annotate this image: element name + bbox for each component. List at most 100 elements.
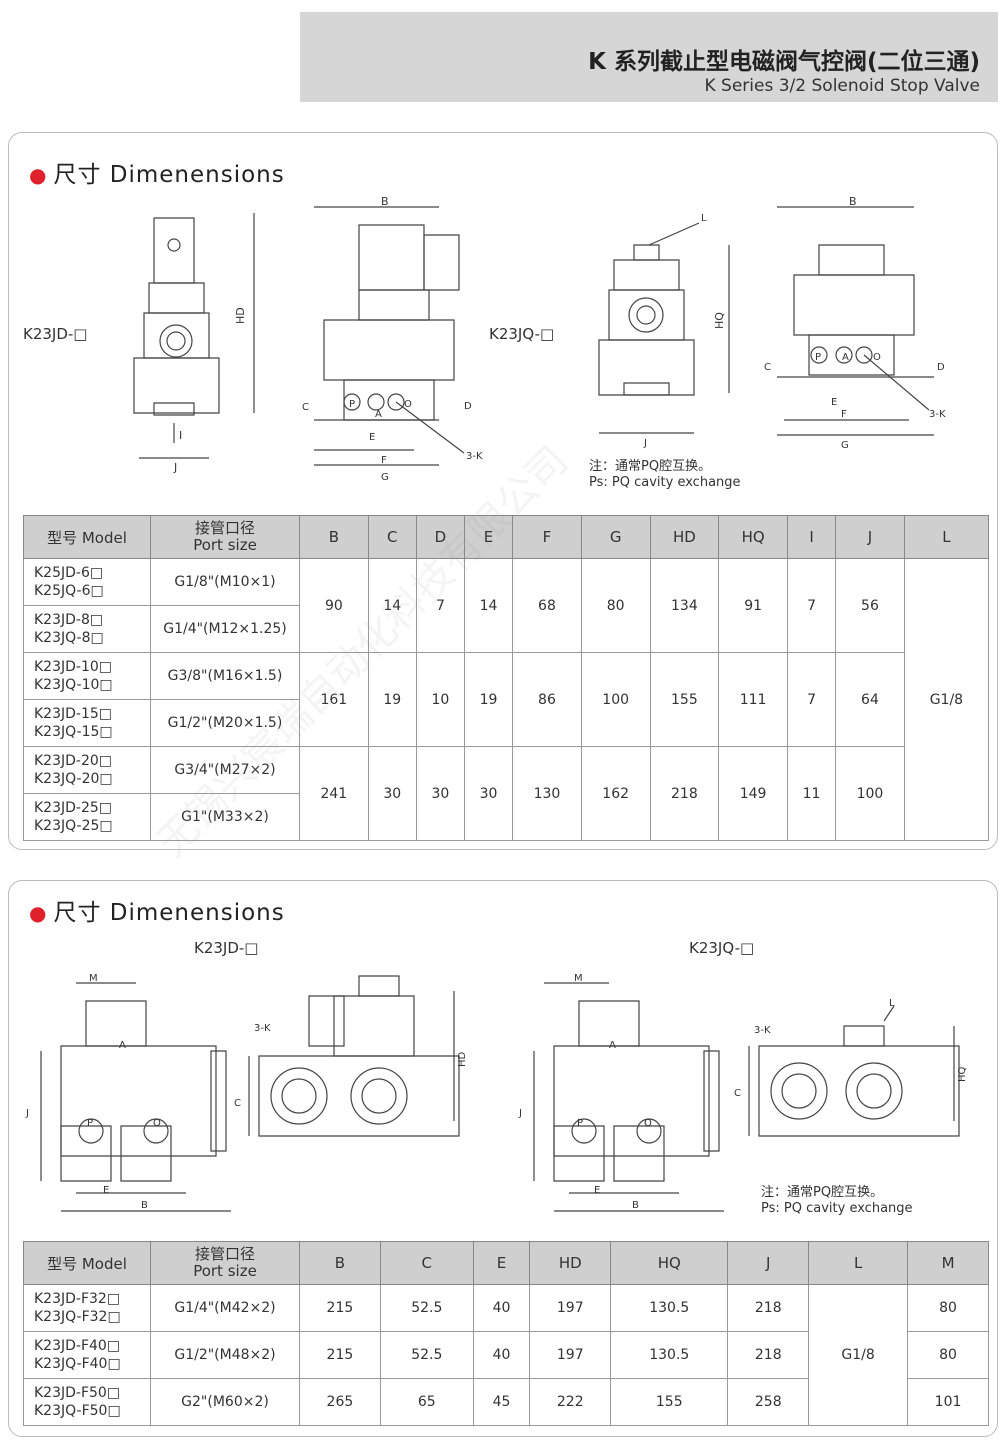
value-hd: 134	[649, 558, 720, 653]
value-j: 258	[727, 1378, 810, 1426]
value-b: 161	[299, 652, 369, 747]
value-c: 30	[367, 746, 417, 841]
value-j: 100	[835, 746, 905, 841]
bullet-icon: ●	[29, 163, 48, 187]
jq-flange-side-drawing: 3-K L C HQ	[734, 998, 968, 1171]
col-hd: HD	[649, 515, 720, 559]
dim-i: I	[179, 429, 182, 442]
jd-front-view-drawing: HD J I	[119, 203, 269, 474]
value-e: 40	[472, 1284, 531, 1332]
value-b: 241	[299, 746, 369, 841]
value-f: 130	[512, 746, 582, 841]
port-a-label-4: A	[609, 1040, 616, 1051]
dim-3k-4: 3-K	[754, 1025, 771, 1036]
value-b: 90	[299, 558, 369, 653]
dim-d: D	[464, 401, 472, 412]
model-cell: K23JD-8□K23JQ-8□	[23, 605, 151, 653]
value-m: 80	[907, 1284, 989, 1332]
dim-g-2: G	[841, 440, 849, 451]
value-f: 68	[512, 558, 582, 653]
port-o-label-4: O	[644, 1118, 652, 1129]
note-en-1: Ps: PQ cavity exchange	[589, 475, 741, 490]
col-hq: HQ	[610, 1241, 729, 1285]
port-o-label: O	[404, 399, 412, 410]
value-d: 10	[415, 652, 465, 747]
model-label-jd-2: K23JD-□	[194, 939, 259, 957]
table-row: K23JD-F40□K23JQ-F40□ G1/2"(M48×2) 215 52…	[23, 1331, 989, 1379]
model-cell: K23JD-25□K23JQ-25□	[23, 793, 151, 841]
col-j: J	[835, 515, 905, 559]
model-cell: K25JD-6□K25JQ-6□	[23, 558, 151, 606]
col-j: J	[727, 1241, 810, 1285]
jq-side-view-drawing: B P A O C D E F G 3-K	[764, 195, 946, 451]
col-d: D	[415, 515, 465, 559]
dim-j-3: J	[25, 1108, 29, 1119]
port-cell: G3/4"(M27×2)	[150, 746, 300, 794]
value-j: 64	[835, 652, 905, 747]
port-a-label-2: A	[842, 352, 849, 363]
model-cell: K23JD-10□K23JQ-10□	[23, 652, 151, 700]
dim-j: J	[173, 461, 177, 474]
dim-j-4: J	[518, 1108, 522, 1119]
value-hq: 149	[718, 746, 788, 841]
col-c: C	[367, 515, 417, 559]
dim-b-3: B	[141, 1200, 148, 1211]
port-a-label-3: A	[119, 1040, 126, 1051]
note-en-2: Ps: PQ cavity exchange	[761, 1201, 913, 1216]
table-row: K23JD-10□K23JQ-10□ G3/8"(M16×1.5) 161 19…	[23, 652, 989, 747]
model-cell: K23JD-F32□K23JQ-F32□	[23, 1284, 151, 1332]
port-p-label-2: P	[815, 352, 821, 363]
section-title-1: ●尺寸 Dimenensions	[29, 162, 285, 188]
jd-flange-front-drawing: M A P O J E B	[25, 973, 236, 1221]
value-hd: 218	[649, 746, 720, 841]
model-cell: K23JD-20□K23JQ-20□	[23, 746, 151, 794]
port-cell: G1/2"(M48×2)	[150, 1331, 300, 1379]
dim-b-4: B	[632, 1200, 639, 1211]
dim-hd: HD	[234, 307, 247, 324]
table-row: K23JD-25□K23JQ-25□ G1"(M33×2)	[23, 793, 989, 841]
port-cell: G1/4"(M12×1.25)	[150, 605, 300, 653]
model-label-jq-2: K23JQ-□	[689, 939, 755, 957]
col-e: E	[463, 515, 514, 559]
port-cell: G1/8"(M10×1)	[150, 558, 300, 606]
dim-m-2: M	[574, 973, 583, 984]
col-i: I	[786, 515, 837, 559]
port-cell: G1"(M33×2)	[150, 793, 300, 841]
model-cell: K23JD-F50□K23JQ-F50□	[23, 1378, 151, 1426]
header-band: K 系列截止型电磁阀气控阀(二位三通) K Series 3/2 Solenoi…	[300, 12, 998, 102]
model-label-jq: K23JQ-□	[489, 325, 555, 343]
col-hq: HQ	[718, 515, 788, 559]
note-2: 注：通常PQ腔互换。 Ps: PQ cavity exchange	[761, 1185, 913, 1217]
value-hq: 155	[610, 1378, 729, 1426]
value-i: 7	[786, 558, 837, 653]
value-l: G1/8	[903, 558, 990, 841]
dim-3k-2: 3-K	[929, 409, 946, 420]
dim-hq: HQ	[713, 312, 726, 329]
col-b: B	[299, 1241, 381, 1285]
value-c: 52.5	[379, 1331, 474, 1379]
value-hd: 197	[529, 1331, 612, 1379]
bullet-icon: ●	[29, 901, 48, 925]
value-hd: 155	[649, 652, 720, 747]
dim-l: L	[701, 213, 707, 224]
dimensions-panel-2: ●尺寸 Dimenensions K23JD-□ K23JQ-□ M A P O…	[8, 880, 998, 1437]
page-title: K 系列截止型电磁阀气控阀(二位三通)	[588, 49, 980, 75]
value-b: 215	[299, 1331, 381, 1379]
port-p-label-3: P	[87, 1118, 93, 1129]
jd-side-view-drawing: B P A O C D E F G 3-K	[302, 195, 483, 483]
dim-3k-3: 3-K	[254, 1023, 271, 1034]
jd-flange-side-drawing: 3-K C HD	[234, 971, 468, 1171]
note-1: 注：通常PQ腔互换。 Ps: PQ cavity exchange	[589, 459, 741, 491]
dim-c: C	[302, 402, 309, 413]
value-e: 45	[472, 1378, 531, 1426]
value-e: 19	[463, 652, 514, 747]
port-p-label-4: P	[577, 1118, 583, 1129]
dim-hd-2: HD	[457, 1051, 468, 1067]
port-cell: G2"(M60×2)	[150, 1378, 300, 1426]
port-cell: G1/2"(M20×1.5)	[150, 699, 300, 747]
value-e: 14	[463, 558, 514, 653]
port-p-label: P	[349, 399, 355, 410]
